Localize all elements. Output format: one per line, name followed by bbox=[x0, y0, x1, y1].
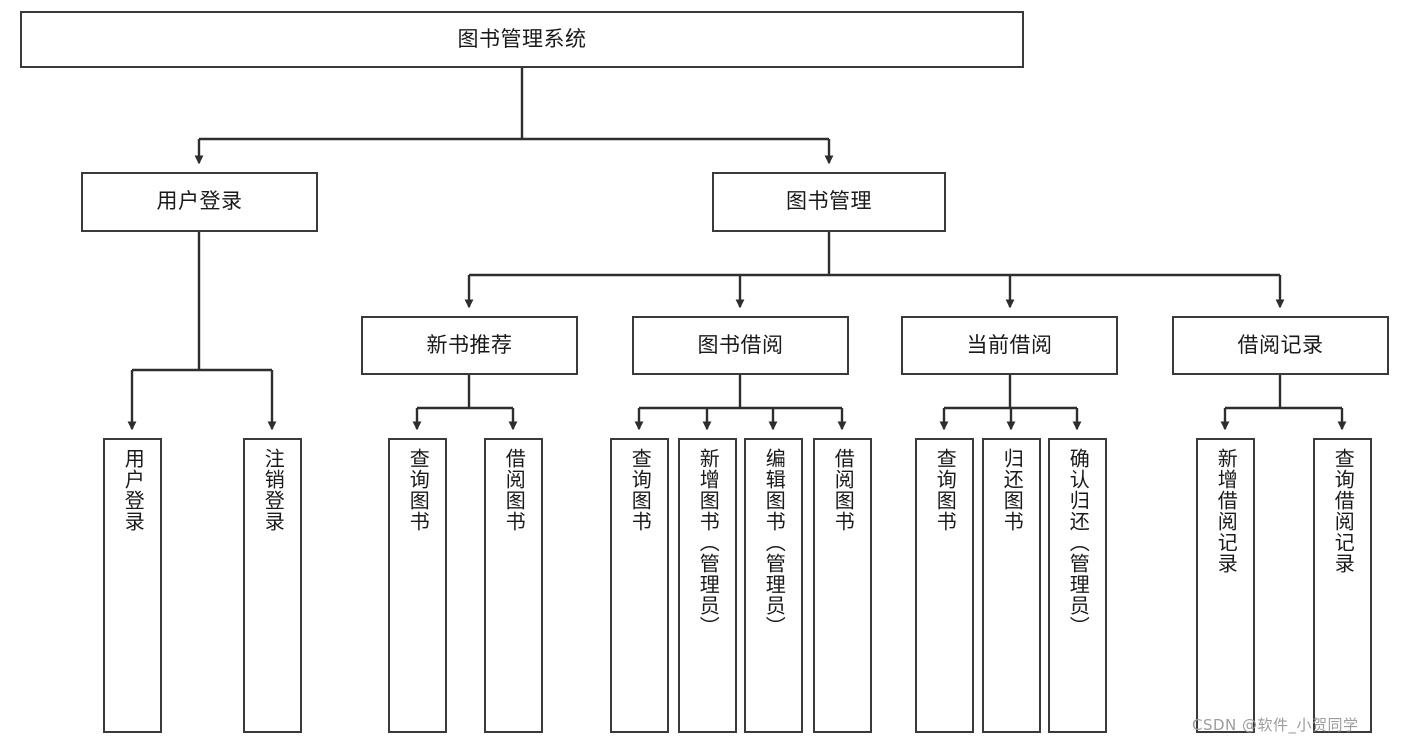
leaf-logout-label: 注销登录 bbox=[261, 448, 286, 532]
leaf-edit-book-admin[interactable]: 编辑图书（管理员） bbox=[744, 438, 803, 733]
leaf-user-login-label: 用户登录 bbox=[121, 448, 146, 532]
leaf-add-borrow-record-label: 新增借阅记录 bbox=[1214, 448, 1239, 574]
node-new-book-recommend-label: 新书推荐 bbox=[426, 332, 513, 357]
node-root-system[interactable]: 图书管理系统 bbox=[20, 11, 1024, 68]
node-book-borrow-label: 图书借阅 bbox=[697, 332, 784, 357]
leaf-logout[interactable]: 注销登录 bbox=[243, 438, 302, 733]
leaf-query-book-rec-label: 查询图书 bbox=[406, 448, 431, 532]
leaf-add-borrow-record[interactable]: 新增借阅记录 bbox=[1196, 438, 1255, 733]
leaf-user-login[interactable]: 用户登录 bbox=[103, 438, 162, 733]
leaf-query-book-borrow-label: 查询图书 bbox=[628, 448, 653, 532]
leaf-query-book-rec[interactable]: 查询图书 bbox=[388, 438, 447, 733]
node-borrow-record-label: 借阅记录 bbox=[1237, 332, 1324, 357]
csdn-watermark: CSDN @软件_小贺同学 bbox=[1192, 716, 1359, 734]
node-current-borrow-label: 当前借阅 bbox=[966, 332, 1053, 357]
leaf-edit-book-admin-label: 编辑图书（管理员） bbox=[762, 448, 787, 637]
leaf-query-book-current-label: 查询图书 bbox=[933, 448, 958, 532]
leaf-borrow-book-rec[interactable]: 借阅图书 bbox=[484, 438, 543, 733]
leaf-confirm-return-admin[interactable]: 确认归还（管理员） bbox=[1048, 438, 1107, 733]
node-borrow-record[interactable]: 借阅记录 bbox=[1172, 316, 1389, 375]
leaf-add-book-admin-label: 新增图书（管理员） bbox=[696, 448, 721, 637]
leaf-query-borrow-record-label: 查询借阅记录 bbox=[1331, 448, 1356, 574]
leaf-confirm-return-admin-label: 确认归还（管理员） bbox=[1066, 448, 1091, 637]
leaf-query-borrow-record[interactable]: 查询借阅记录 bbox=[1313, 438, 1372, 733]
node-book-management-label: 图书管理 bbox=[786, 189, 872, 214]
leaf-return-book[interactable]: 归还图书 bbox=[982, 438, 1041, 733]
leaf-add-book-admin[interactable]: 新增图书（管理员） bbox=[678, 438, 737, 733]
node-book-borrow[interactable]: 图书借阅 bbox=[632, 316, 849, 375]
leaf-borrow-book-label: 借阅图书 bbox=[831, 448, 856, 532]
node-book-management[interactable]: 图书管理 bbox=[712, 172, 946, 232]
leaf-borrow-book-rec-label: 借阅图书 bbox=[502, 448, 527, 532]
node-new-book-recommend[interactable]: 新书推荐 bbox=[361, 316, 578, 375]
leaf-query-book-current[interactable]: 查询图书 bbox=[915, 438, 974, 733]
leaf-return-book-label: 归还图书 bbox=[1000, 448, 1025, 532]
node-user-login[interactable]: 用户登录 bbox=[81, 172, 318, 232]
node-user-login-label: 用户登录 bbox=[156, 189, 243, 214]
node-root-system-label: 图书管理系统 bbox=[457, 26, 587, 51]
node-current-borrow[interactable]: 当前借阅 bbox=[901, 316, 1118, 375]
leaf-borrow-book[interactable]: 借阅图书 bbox=[813, 438, 872, 733]
leaf-query-book-borrow[interactable]: 查询图书 bbox=[610, 438, 669, 733]
